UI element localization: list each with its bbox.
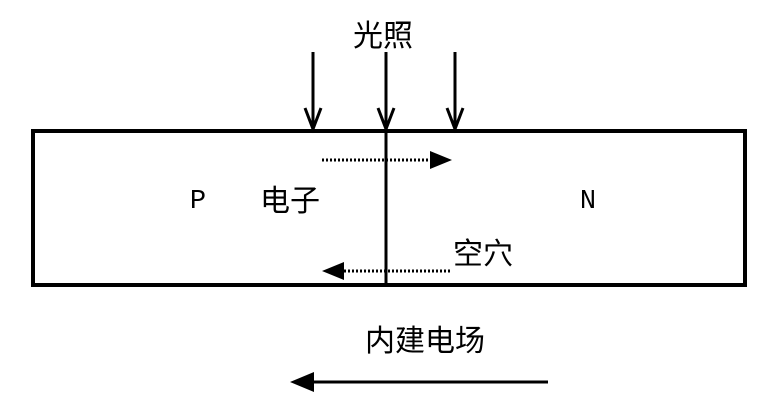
n-region-label: N — [580, 187, 596, 217]
electron-label: 电子 — [260, 184, 320, 219]
light-arrow-left — [303, 52, 323, 134]
electron-drift-arrow — [322, 151, 452, 169]
light-label: 光照 — [353, 19, 413, 54]
semiconductor-block — [31, 129, 747, 287]
light-arrow-right — [445, 52, 465, 134]
light-arrow-center — [376, 52, 396, 134]
p-region-label: P — [190, 187, 206, 217]
built-in-field-arrow — [290, 372, 548, 392]
hole-label: 空穴 — [453, 237, 513, 272]
built-in-field-label: 内建电场 — [365, 324, 485, 359]
hole-drift-arrow — [322, 262, 450, 280]
